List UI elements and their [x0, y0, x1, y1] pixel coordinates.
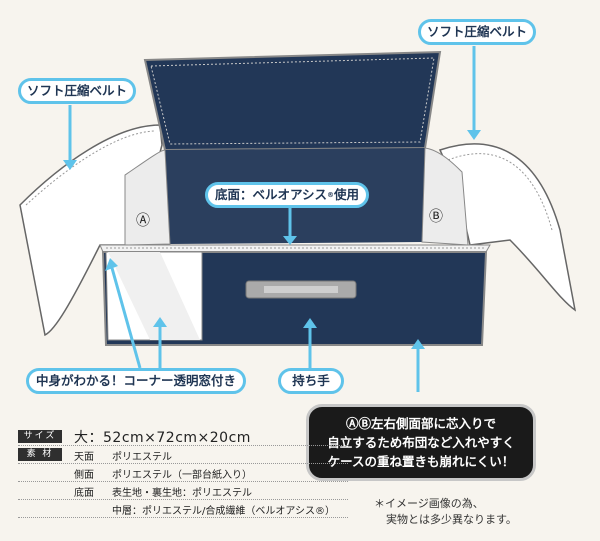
- left-belt-stitch: [25, 130, 156, 206]
- callout-arrows: [68, 46, 476, 392]
- handle-inner: [264, 286, 338, 293]
- spec-material-row: 側面 ポリエステル（一部台紙入り）: [18, 464, 348, 482]
- panel-b-mark: Ⓑ: [429, 209, 443, 225]
- material-value: 表生地・裏生地：ポリエステル: [112, 488, 252, 499]
- spec-size-row: サイズ 大：52cm×72cm×20cm: [18, 428, 348, 446]
- material-part: 側面: [74, 470, 94, 481]
- note-line-1: ＊イメージ画像の為、: [374, 497, 484, 510]
- spec-material-row: 底面 表生地・裏生地：ポリエステル: [18, 482, 348, 500]
- lid: [143, 50, 442, 152]
- soft-belt-right-label: ソフト圧縮ベルト: [418, 19, 536, 45]
- spec-table: サイズ 大：52cm×72cm×20cm 素 材 天面 ポリエステル 側面 ポリ…: [18, 428, 348, 518]
- side-panels-line-1: ⒶⒷ左右側面部に芯入りで: [345, 416, 496, 431]
- material-part: 底面: [74, 488, 94, 499]
- arrow-heads: [63, 130, 481, 349]
- window-diagonal: [108, 252, 200, 340]
- bottom-material-suffix: 使用: [334, 187, 360, 202]
- window-label: 中身がわかる！コーナー透明窓付き: [26, 368, 246, 394]
- material-part: 天面: [74, 452, 94, 463]
- side-panel-b: [421, 147, 469, 246]
- image-note: ＊イメージ画像の為、 実物とは多少異なります。: [374, 496, 517, 528]
- spec-material-row: 中層：ポリエステル/合成繊維（ベルオアシス®）: [18, 500, 348, 518]
- right-belt-stitch: [447, 153, 553, 231]
- spec-material-row: 素 材 天面 ポリエステル: [18, 446, 348, 464]
- bottom-material-text: 底面：ベルオアシス: [214, 187, 327, 202]
- soft-belt-left-label: ソフト圧縮ベルト: [18, 78, 136, 104]
- size-key: サイズ: [18, 430, 62, 443]
- material-value: ポリエステル: [112, 452, 172, 463]
- side-panels-callout: ⒶⒷ左右側面部に芯入りで 自立するため布団など入れやすく ケースの重ね置きも崩れ…: [306, 404, 536, 481]
- material-value: 中層：ポリエステル/合成繊維（ベルオアシス®）: [112, 506, 335, 517]
- side-panels-line-3: ケースの重ね置きも崩れにくい！: [327, 454, 515, 469]
- note-line-2: 実物とは多少異なります。: [386, 513, 517, 526]
- material-value: ポリエステル（一部台紙入り）: [112, 470, 252, 481]
- registered-mark: ®: [327, 191, 334, 199]
- bottom-material-label: 底面：ベルオアシス®使用: [205, 182, 369, 208]
- material-key: 素 材: [18, 448, 62, 461]
- handle-label: 持ち手: [278, 368, 344, 394]
- panel-a-mark: Ⓐ: [136, 213, 150, 229]
- size-value: 大：52cm×72cm×20cm: [74, 430, 251, 446]
- lid-stitch: [150, 57, 435, 145]
- side-panels-line-2: 自立するため布団など入れやすく: [327, 435, 515, 450]
- side-panel-a: [124, 149, 171, 246]
